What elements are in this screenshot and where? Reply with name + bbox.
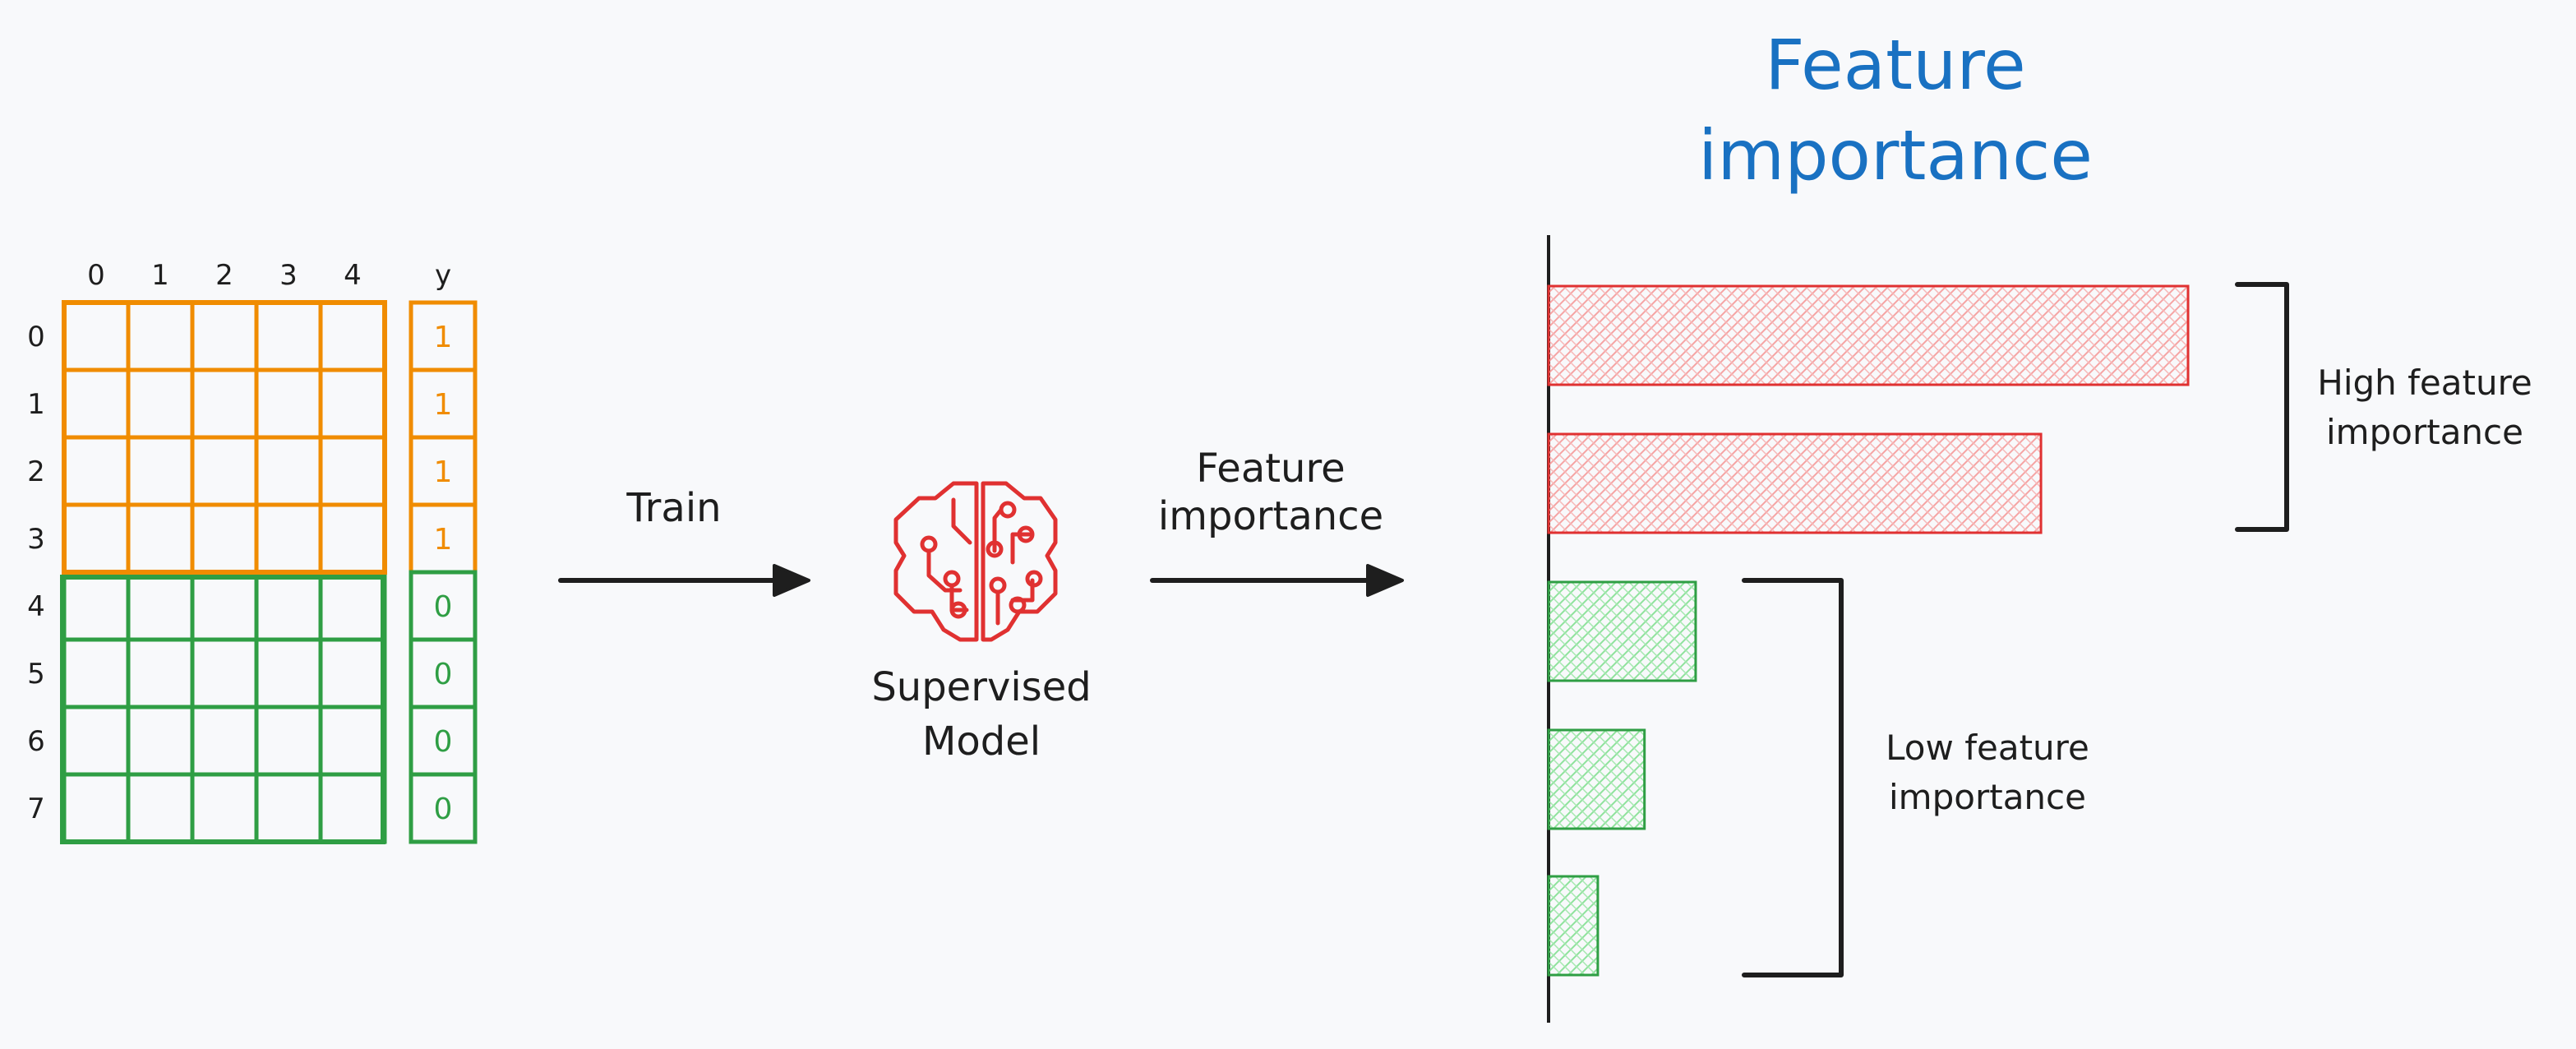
row-label: 4: [27, 590, 45, 623]
matrix-cell: [126, 570, 195, 642]
matrix-cell: [254, 637, 323, 709]
target-column-label: y: [435, 259, 451, 292]
matrix-cell: [254, 502, 323, 575]
low-importance-label-line2: importance: [1889, 777, 2086, 817]
model-label-line2: Model: [922, 719, 1041, 765]
chart-title-line1: Feature: [1765, 25, 2025, 105]
target-cell: [409, 772, 478, 844]
matrix-cell: [190, 502, 259, 575]
column-label: 3: [279, 259, 298, 292]
matrix-cell: [318, 367, 387, 440]
matrix-cell: [190, 705, 259, 777]
matrix-cell: [126, 705, 195, 777]
target-value: 0: [434, 793, 453, 826]
matrix-cell: [190, 637, 259, 709]
matrix-cell: [62, 570, 131, 642]
target-value: 0: [434, 725, 453, 759]
matrix-cell: [62, 367, 131, 440]
matrix-cell: [190, 435, 259, 507]
matrix-cell: [62, 435, 131, 507]
row-label: 5: [27, 658, 45, 691]
matrix-cell: [126, 502, 195, 575]
matrix-cell: [318, 570, 387, 642]
importance-bar: [1547, 728, 1646, 830]
matrix-cell: [126, 367, 195, 440]
column-label: 0: [87, 259, 105, 292]
matrix-cell: [126, 300, 195, 372]
matrix-cell: [318, 435, 387, 507]
matrix-cell: [318, 705, 387, 777]
matrix-cell: [318, 637, 387, 709]
importance-arrow-label-line2: importance: [1158, 493, 1383, 539]
matrix-cell: [318, 502, 387, 575]
row-label: 6: [27, 725, 45, 758]
row-label: 1: [27, 388, 45, 421]
matrix-cell: [190, 772, 259, 844]
low-importance-bracket: [1742, 578, 1844, 977]
matrix-cell: [126, 772, 195, 844]
matrix-cell: [254, 300, 323, 372]
target-value: 0: [434, 658, 453, 691]
importance-bar: [1547, 875, 1600, 977]
matrix-cell: [126, 637, 195, 709]
target-value: 1: [434, 523, 453, 557]
model-label-line1: Supervised: [871, 664, 1091, 710]
matrix-cell: [254, 570, 323, 642]
matrix-cell: [254, 367, 323, 440]
matrix-cell: [62, 502, 131, 575]
column-label: 1: [151, 259, 169, 292]
column-label: 4: [344, 259, 362, 292]
row-label: 7: [27, 793, 45, 825]
matrix-cell: [318, 772, 387, 844]
feature-matrix: 0 1 2 3 4 y 0 1 2 3 4 5 6 7 1 1 1 1 0 0 0 0: [27, 259, 478, 844]
matrix-cell: [62, 772, 131, 844]
row-label: 3: [27, 523, 45, 556]
matrix-cell: [62, 637, 131, 709]
matrix-cell: [62, 705, 131, 777]
target-value: 1: [434, 388, 453, 422]
matrix-cell: [190, 300, 259, 372]
target-value: 1: [434, 455, 453, 489]
matrix-cell: [126, 435, 195, 507]
brain-circuit-icon: [893, 481, 1058, 642]
matrix-cell: [62, 300, 131, 372]
importance-bar: [1547, 580, 1697, 682]
negative-rows-border: [60, 575, 385, 844]
importance-arrow-label-line1: Feature: [1196, 446, 1345, 492]
train-arrow: [558, 564, 810, 597]
importance-bar: [1547, 284, 2190, 386]
high-importance-label-line1: High feature: [2317, 363, 2532, 403]
matrix-cell: [254, 772, 323, 844]
matrix-cell: [254, 705, 323, 777]
importance-arrow: [1150, 564, 1404, 597]
low-importance-label-line1: Low feature: [1886, 728, 2089, 768]
target-value: 1: [434, 321, 453, 354]
column-label: 2: [215, 259, 233, 292]
row-label: 0: [27, 321, 45, 354]
high-importance-label-line2: importance: [2326, 412, 2523, 452]
train-label: Train: [626, 485, 721, 531]
high-importance-bracket: [2235, 282, 2289, 532]
target-value: 0: [434, 590, 453, 624]
chart-title-line2: importance: [1698, 115, 2093, 196]
positive-rows-border: [62, 300, 387, 575]
row-label: 2: [27, 455, 45, 488]
matrix-cell: [190, 367, 259, 440]
importance-bar: [1547, 432, 2043, 534]
matrix-cell: [190, 570, 259, 642]
matrix-cell: [254, 435, 323, 507]
matrix-cell: [318, 300, 387, 372]
